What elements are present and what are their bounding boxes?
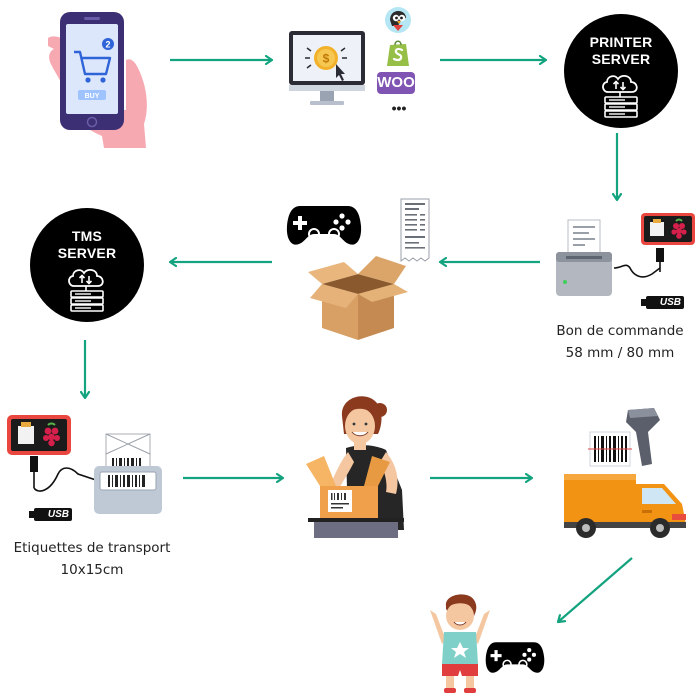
shopify-logo <box>387 40 409 66</box>
barcode-scanner-icon <box>588 408 660 467</box>
printer-server-node: PRINTER SERVER <box>564 14 678 128</box>
more-platforms-dots: ••• <box>391 100 407 116</box>
cloud-server-icon <box>68 269 104 312</box>
raspberry-pi-icon <box>7 415 71 455</box>
tms-server-title-line1: TMS <box>71 228 103 244</box>
phone-hand-icon: 2 BUY <box>48 12 147 148</box>
raspberry-pi-icon <box>641 213 695 245</box>
receipt-printer-caption: Bon de commande 58 mm / 80 mm <box>540 320 700 364</box>
usb-label: USB <box>641 296 684 309</box>
buy-button-text: BUY <box>85 93 100 100</box>
cart-count-text: 2 <box>105 40 110 50</box>
arrow-truck-to-customer <box>558 557 633 622</box>
monitor-payment-icon: $ <box>289 31 365 105</box>
order-receipt-icon <box>400 198 430 262</box>
usb-label: USB <box>29 508 72 521</box>
usb-cable-icon <box>30 456 115 492</box>
label-printer-icon <box>94 433 162 514</box>
labels-caption-line1: Etiquettes de transport <box>13 540 171 556</box>
happy-child-icon <box>430 594 490 693</box>
svg-text:$: $ <box>323 52 330 66</box>
tms-server-title-line2: SERVER <box>57 245 117 261</box>
gamepad-icon <box>286 206 362 245</box>
receipt-caption-line1: Bon de commande <box>556 323 684 339</box>
gamepad-icon <box>485 642 545 673</box>
label-printer-caption: Etiquettes de transport 10x15cm <box>0 537 184 581</box>
tms-server-node: TMS SERVER <box>30 208 144 322</box>
prestashop-logo <box>385 7 411 33</box>
cloud-server-icon <box>602 75 638 118</box>
cardboard-box-icon <box>308 256 408 340</box>
usb-cable-icon <box>613 248 664 278</box>
receipt-caption-line2: 58 mm / 80 mm <box>565 345 675 361</box>
woocommerce-logo: WOO <box>377 72 415 94</box>
printer-server-title-line2: SERVER <box>591 51 651 67</box>
printer-server-title-line1: PRINTER <box>589 34 653 50</box>
delivery-truck-icon <box>564 474 686 538</box>
packing-worker-icon <box>306 396 404 538</box>
woocommerce-logo-text: WOO <box>377 74 415 91</box>
labels-caption-line2: 10x15cm <box>60 562 124 578</box>
receipt-printer-icon <box>556 219 612 296</box>
